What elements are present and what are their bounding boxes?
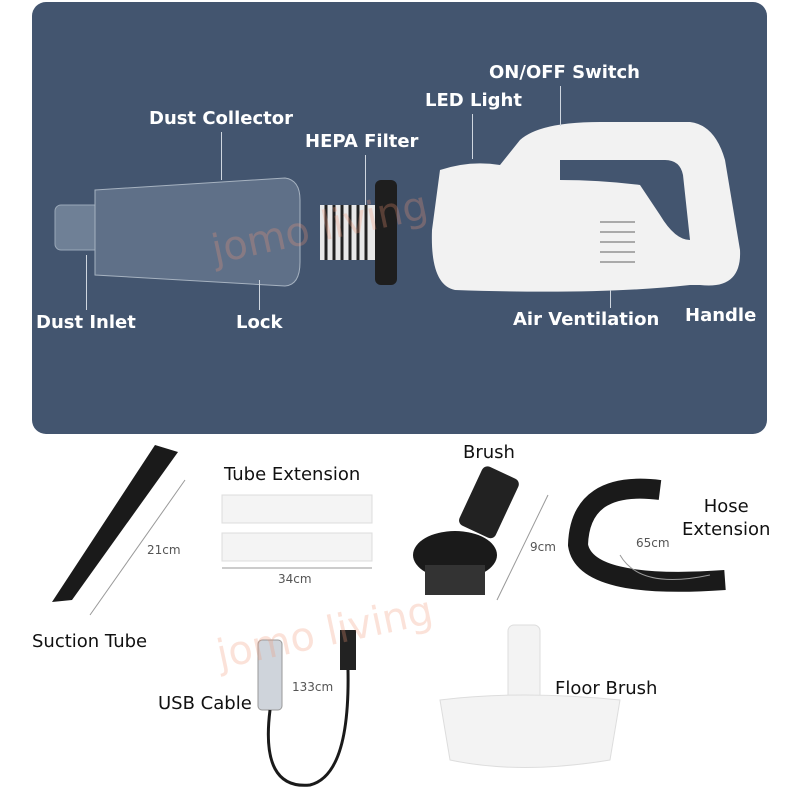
label-handle: Handle — [685, 305, 757, 326]
hepa-filter-image — [320, 180, 397, 285]
leader-line — [560, 86, 561, 126]
hose-dimension-line — [619, 554, 711, 580]
leader-line — [365, 155, 366, 205]
label-dust-collector: Dust Collector — [149, 108, 293, 129]
vacuum-body-image — [431, 122, 741, 292]
leader-line — [86, 255, 87, 310]
suction-tube-length: 21cm — [147, 543, 181, 557]
brush-image — [413, 466, 519, 595]
tube-extension-image-2 — [221, 532, 373, 562]
floor-brush-image — [439, 624, 621, 768]
dust-collector-image — [54, 177, 301, 287]
label-brush: Brush — [463, 442, 515, 463]
tube-extension-length: 34cm — [278, 572, 312, 586]
leader-line — [610, 290, 611, 308]
label-air-ventilation: Air Ventilation — [513, 309, 660, 330]
label-hose-extension: Hose Extension — [682, 496, 771, 540]
usb-cable-length: 133cm — [292, 680, 334, 694]
label-tube-extension: Tube Extension — [224, 464, 361, 485]
label-floor-brush: Floor Brush — [555, 678, 658, 699]
label-hepa-filter: HEPA Filter — [305, 131, 419, 152]
suction-tube-image — [52, 445, 178, 602]
label-dust-inlet: Dust Inlet — [36, 312, 136, 333]
suction-tube-dimension-line — [89, 479, 186, 616]
hose-length: 65cm — [636, 536, 670, 550]
brush-length: 9cm — [530, 540, 556, 554]
label-lock: Lock — [236, 312, 283, 333]
hose-extension-image — [567, 478, 726, 592]
leader-line — [472, 114, 473, 159]
brush-dimension-line — [496, 494, 549, 601]
usb-cable-image — [257, 630, 356, 787]
leader-line — [259, 280, 260, 310]
label-on-off-switch: ON/OFF Switch — [489, 62, 640, 83]
label-led-light: LED Light — [425, 90, 522, 111]
label-usb-cable: USB Cable — [158, 693, 252, 714]
tube-extension-image-1 — [221, 494, 373, 524]
label-suction-tube: Suction Tube — [32, 631, 148, 652]
leader-line — [221, 132, 222, 180]
